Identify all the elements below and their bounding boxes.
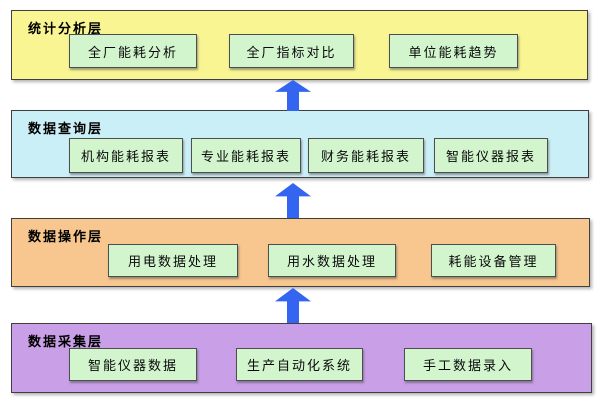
up-arrow-icon (275, 183, 311, 218)
diagram-box-unit-energy-trend: 单位能耗趋势 (389, 34, 518, 68)
diagram-box-specialty-energy-report: 专业能耗报表 (191, 138, 301, 173)
up-arrow-icon (275, 80, 311, 111)
diagram-box-plant-indicator-compare: 全厂指标对比 (229, 34, 354, 68)
box-label: 生产自动化系统 (246, 358, 352, 373)
layer-data-query: 数据查询层 机构能耗报表 专业能耗报表 财务能耗报表 智能仪器报表 (11, 110, 589, 178)
diagram-box-water-data-processing: 用水数据处理 (268, 244, 396, 277)
diagram-box-plant-energy-analysis: 全厂能耗分析 (69, 34, 197, 68)
diagram-box-manual-data-entry: 手工数据录入 (404, 348, 532, 381)
diagram-box-production-automation-system: 生产自动化系统 (236, 348, 363, 381)
diagram-box-electricity-data-processing: 用电数据处理 (108, 244, 238, 277)
box-label: 全厂指标对比 (246, 44, 337, 60)
box-label: 全厂能耗分析 (87, 44, 178, 60)
diagram-box-finance-energy-report: 财务能耗报表 (308, 138, 424, 173)
box-label: 财务能耗报表 (320, 149, 411, 164)
up-arrow-icon (275, 288, 311, 323)
layer-data-collection: 数据采集层 智能仪器数据 生产自动化系统 手工数据录入 (11, 323, 592, 393)
box-label: 耗能设备管理 (448, 254, 539, 269)
box-label: 智能仪器报表 (445, 149, 536, 164)
layer-data-operation: 数据操作层 用电数据处理 用水数据处理 耗能设备管理 (11, 218, 590, 287)
diagram-box-smart-instrument-data: 智能仪器数据 (69, 348, 197, 381)
box-label: 机构能耗报表 (80, 149, 171, 164)
layer-label: 数据采集层 (28, 334, 104, 349)
diagram-box-org-energy-report: 机构能耗报表 (69, 138, 183, 173)
box-label: 智能仪器数据 (87, 358, 178, 373)
box-label: 专业能耗报表 (200, 149, 291, 164)
layer-label: 数据操作层 (28, 229, 104, 244)
box-label: 用水数据处理 (286, 254, 377, 269)
diagram-box-energy-equipment-management: 耗能设备管理 (431, 244, 556, 277)
box-label: 单位能耗趋势 (408, 44, 499, 60)
layer-label: 统计分析层 (28, 21, 104, 36)
layer-label: 数据查询层 (28, 121, 104, 136)
diagram-box-smart-instrument-report: 智能仪器报表 (434, 138, 548, 173)
box-label: 手工数据录入 (422, 358, 513, 373)
layer-statistical-analysis: 统计分析层 全厂能耗分析 全厂指标对比 单位能耗趋势 (11, 10, 588, 80)
box-label: 用电数据处理 (127, 254, 218, 269)
